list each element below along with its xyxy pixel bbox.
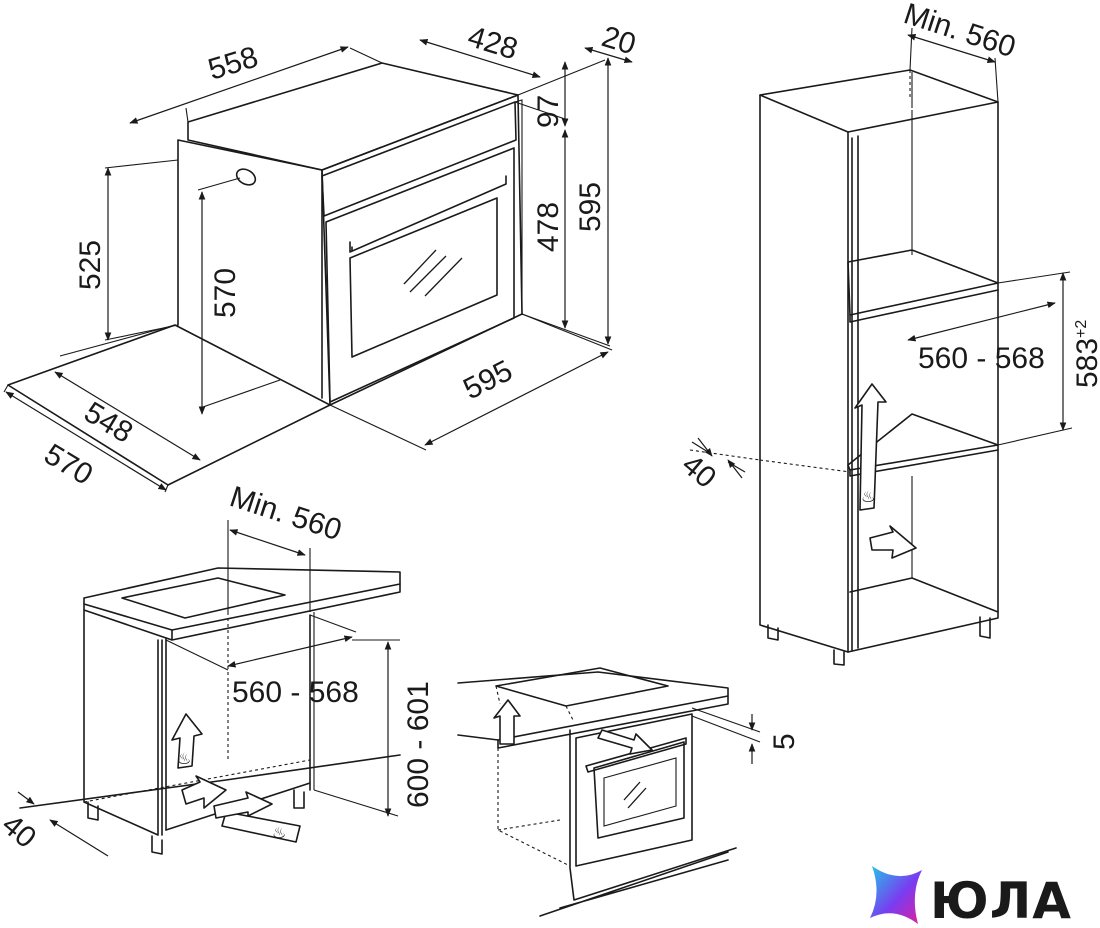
dim-uc-min560-label: Min. 560 bbox=[226, 480, 346, 547]
dim-570d-label: 570 bbox=[38, 438, 98, 492]
column-legs bbox=[767, 616, 991, 666]
dim-uc-min560-line bbox=[229, 529, 306, 556]
dim-col-width-line bbox=[907, 301, 1056, 342]
dim-595v-label: 595 bbox=[574, 182, 607, 232]
undercounter-vent-arrow-up bbox=[171, 713, 203, 769]
dim-col-min560-label: Min. 560 bbox=[900, 0, 1020, 64]
hob-oven-door bbox=[593, 741, 685, 839]
dim-20-line bbox=[584, 46, 633, 64]
column-vent-arrow-in bbox=[869, 525, 917, 559]
undercounter-hob bbox=[121, 577, 286, 619]
dim-478-label: 478 bbox=[532, 202, 565, 252]
star-logo-icon bbox=[870, 866, 922, 924]
column-vent-arrow-up bbox=[854, 383, 887, 511]
dim-uc-width-line bbox=[227, 635, 353, 668]
dim-col-min560-line bbox=[907, 34, 996, 63]
brand-name: ЮЛА bbox=[930, 872, 1072, 928]
dim-uc-height-label: 600 - 601 bbox=[402, 681, 435, 808]
oven-side-hole bbox=[235, 168, 257, 186]
dim-525-label: 525 bbox=[74, 240, 107, 290]
column-back-post bbox=[847, 101, 999, 653]
dim-col-height-label: 583 bbox=[1071, 338, 1100, 388]
dim-428-label: 428 bbox=[464, 20, 522, 66]
column-vent-icon: ♨ bbox=[861, 489, 875, 506]
dim-col-height-tol: +2 bbox=[1073, 320, 1090, 338]
dim-uc-40-label: 40 bbox=[0, 808, 42, 855]
oven-control-panel bbox=[321, 101, 517, 217]
dim-hob-5-label: 5 bbox=[768, 733, 801, 750]
dim-97-label: 97 bbox=[532, 95, 565, 128]
dim-428-line bbox=[419, 39, 541, 78]
column-upper-shelf bbox=[847, 249, 999, 316]
dim-595w-line bbox=[424, 351, 609, 446]
column-cabinet-view: ♨ Min. 560 560 - 568 583 +2 40 bbox=[676, 0, 1100, 666]
dim-col-40-label: 40 bbox=[676, 448, 723, 495]
hob-vent-arrow-out bbox=[597, 729, 653, 755]
dim-20-label: 20 bbox=[598, 20, 640, 61]
hob-vent-arrow-up bbox=[493, 699, 521, 745]
hob-counter bbox=[457, 671, 729, 741]
hob-oven-handle bbox=[585, 737, 687, 773]
undercounter-countertop bbox=[83, 567, 401, 631]
oven-door-window bbox=[349, 197, 498, 358]
dim-595w-label: 595 bbox=[458, 354, 518, 406]
undercounter-legs bbox=[87, 789, 305, 855]
undercounter-floor-board bbox=[221, 811, 301, 843]
dim-col-width-label: 560 - 568 bbox=[918, 342, 1045, 375]
undercounter-view: ♨ ♨ Min. 560 560 - 568 600 - 601 40 bbox=[0, 480, 435, 857]
oven-door-glare bbox=[403, 249, 463, 297]
svg-text:♨: ♨ bbox=[272, 825, 286, 842]
undercounter-vent-arrow-out bbox=[213, 791, 273, 819]
dim-570v-label: 570 bbox=[209, 268, 242, 318]
dim-uc-width-label: 560 - 568 bbox=[232, 676, 359, 709]
hob-oven-view: 5 bbox=[457, 667, 801, 917]
oven-body-side bbox=[177, 139, 323, 399]
hob-cabinet bbox=[497, 748, 571, 867]
column-bottom-shelf bbox=[849, 577, 999, 613]
column-left-panel bbox=[759, 94, 849, 653]
hob-top bbox=[495, 667, 669, 707]
column-top bbox=[759, 69, 999, 133]
oven-handle bbox=[349, 175, 507, 253]
dim-558-line bbox=[129, 46, 349, 124]
hob-oven-window bbox=[603, 757, 677, 827]
oven-panel-edge bbox=[514, 99, 523, 315]
dim-570d-line bbox=[5, 391, 167, 491]
oven-view: 558 428 20 97 478 595 525 570 595 548 57 bbox=[3, 20, 640, 493]
undercounter-vent-arrow-in bbox=[181, 775, 227, 809]
undercounter-vent-icon: ♨ bbox=[177, 751, 191, 768]
oven-door bbox=[325, 147, 515, 403]
undercounter-cabinet-side bbox=[83, 609, 159, 836]
brand-logo: ЮЛА bbox=[870, 866, 1072, 928]
